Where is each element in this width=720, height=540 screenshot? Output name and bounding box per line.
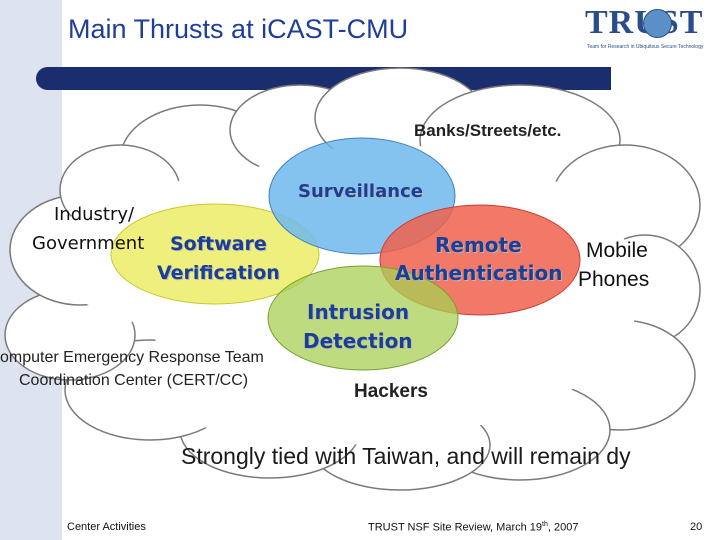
globe-icon: [643, 9, 672, 38]
software-label-line2: Verification: [157, 262, 280, 284]
footer-left: Center Activities: [67, 521, 146, 533]
intrusion-circle: [267, 265, 459, 371]
cert-label-line2: Coordination Center (CERT/CC): [19, 372, 249, 389]
mobile-label-line1: Mobile: [586, 239, 648, 262]
slide-title: Main Thrusts at iCAST-CMU: [68, 14, 409, 44]
tagline: Strongly tied with Taiwan, and will rema…: [181, 443, 631, 469]
footer-center: TRUST NSF Site Review, March 19th, 2007: [368, 521, 578, 534]
intrusion-label-line2: Detection: [303, 329, 413, 353]
industry-label-line1: Industry/: [54, 204, 135, 225]
logo-subtitle: Team for Research in Ubiquitous Secure T…: [587, 44, 704, 50]
intrusion-label-line1: Intrusion: [307, 300, 410, 324]
surveillance-label: Surveillance: [298, 181, 423, 202]
footer-center-text: TRUST NSF Site Review, March 19: [368, 521, 543, 534]
page-number: 20: [690, 521, 703, 533]
title-bar: [36, 67, 611, 90]
remote-label-line2: Authentication: [395, 261, 563, 285]
software-circle: [110, 203, 320, 305]
software-label-line1: Software: [170, 233, 267, 255]
banks-label: Banks/Streets/etc.: [414, 121, 562, 140]
cert-label-line1: omputer Emergency Response Team: [0, 349, 264, 366]
industry-label-line2: Government: [32, 233, 145, 254]
footer-center-sup: th: [542, 521, 548, 528]
mobile-label-line2: Phones: [578, 268, 650, 291]
remote-label-line1: Remote: [435, 233, 522, 257]
footer-center-year: , 2007: [547, 521, 579, 534]
hackers-label: Hackers: [354, 381, 428, 402]
trust-logo: TRUST Team for Research in Ubiquitous Se…: [585, 4, 715, 56]
